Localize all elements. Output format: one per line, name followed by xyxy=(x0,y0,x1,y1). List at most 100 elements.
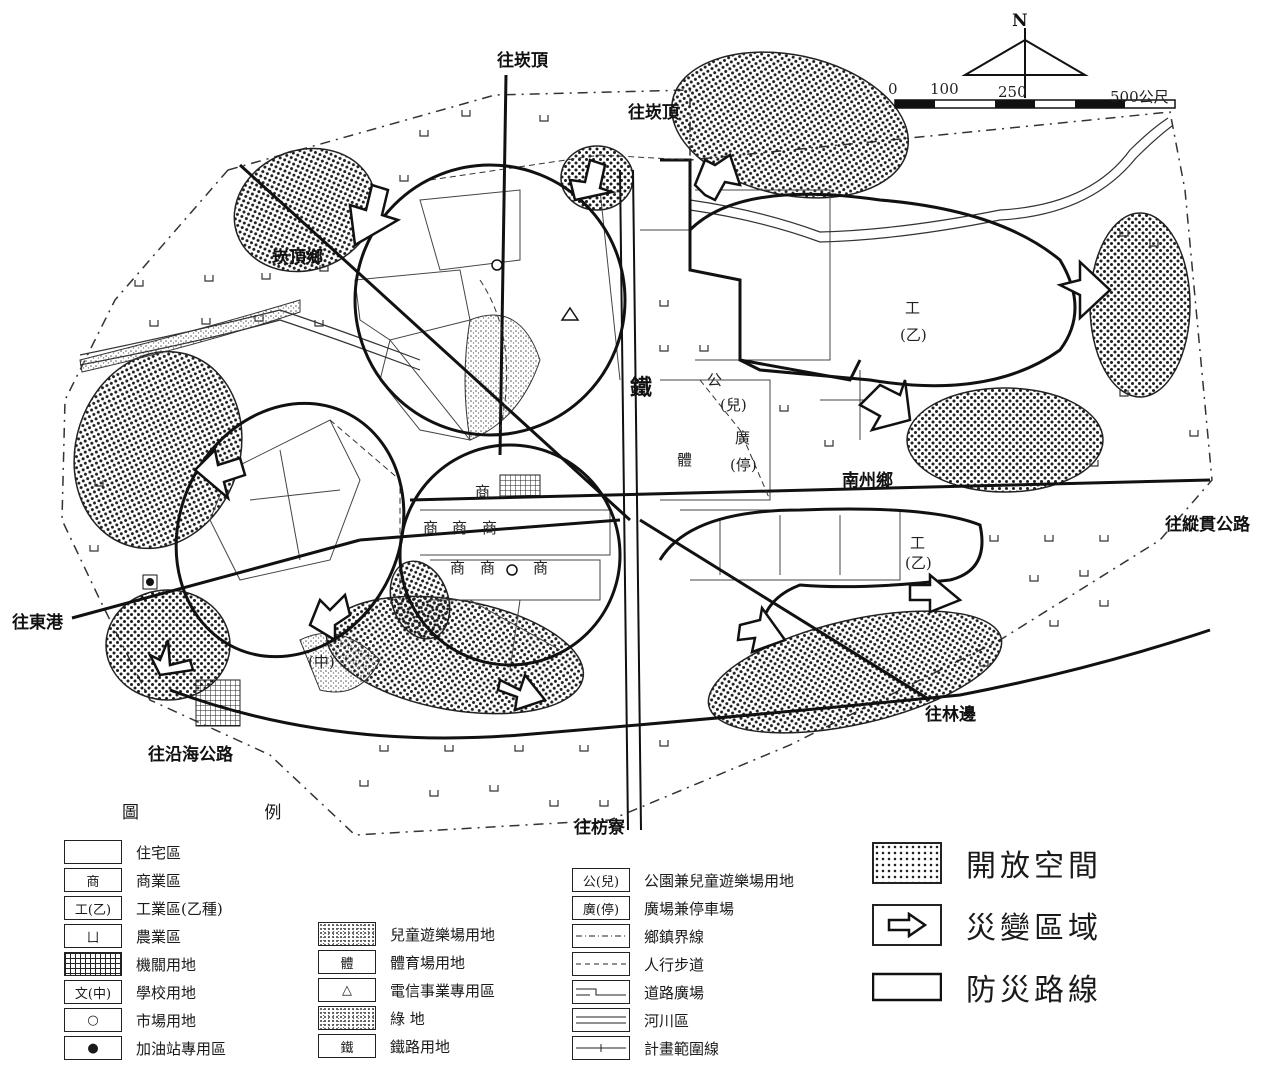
legend-label: 體育場用地 xyxy=(390,953,466,972)
school-label: (中) xyxy=(308,653,335,671)
legend-symbol-river xyxy=(572,1008,630,1032)
legend-item: 商 商業區 xyxy=(64,866,226,894)
scale-tick-250: 250 xyxy=(998,83,1027,101)
legend-item: 道路廣場 xyxy=(572,978,794,1006)
legend-symbol-grid xyxy=(64,952,122,976)
route-ring xyxy=(353,163,627,437)
market-marker xyxy=(506,564,518,576)
park-label: 公 xyxy=(707,371,722,389)
legend-label: 鄉鎮界線 xyxy=(644,927,705,946)
open-space xyxy=(1089,212,1191,398)
destination-southwest: 往沿海公路 xyxy=(148,744,234,765)
legend-title: 圖 例 xyxy=(122,803,342,823)
institutional-land xyxy=(499,474,541,498)
legend-item: 工(乙) 工業區(乙種) xyxy=(64,894,226,922)
railway-label: 鐵 xyxy=(630,375,652,401)
industrial-label: 工 xyxy=(905,299,920,317)
telecom-marker xyxy=(560,306,580,321)
legend-item: 住宅區 xyxy=(64,838,226,866)
industrial-type-label: (乙) xyxy=(900,326,927,344)
legend-symbol: ● xyxy=(64,1036,122,1060)
legend-item: ㄩ 農業區 xyxy=(64,922,226,950)
legend-symbol: 鐵 xyxy=(318,1034,376,1058)
legend-item-open-space: 開放空間 xyxy=(872,832,1102,894)
legend-item: 河川區 xyxy=(572,1006,794,1034)
legend-symbol: ○ xyxy=(64,1008,122,1032)
route-loop xyxy=(688,192,1077,388)
legend-item: 綠 地 xyxy=(318,1004,495,1032)
plaza-parking-label: (停) xyxy=(730,456,757,474)
legend-item: 鐵 鐵路用地 xyxy=(318,1032,495,1060)
destination-south: 往枋寮 xyxy=(574,817,625,838)
legend-label: 綠 地 xyxy=(390,1009,425,1028)
legend-item: 公(兒) 公園兼兒童遊樂場用地 xyxy=(572,866,794,894)
north-arrow: N xyxy=(961,11,1089,98)
legend-label: 工業區(乙種) xyxy=(136,899,223,918)
open-space xyxy=(906,387,1104,493)
legend-item: 兒童遊樂場用地 xyxy=(318,920,495,948)
township-east-label: 南州鄉 xyxy=(842,470,893,491)
legend-label: 公園兼兒童遊樂場用地 xyxy=(644,871,795,890)
legend-label: 河川區 xyxy=(644,1011,690,1030)
commercial-label: 商 xyxy=(450,559,465,577)
legend-label: 加油站專用區 xyxy=(136,1039,227,1058)
zoning-parcels xyxy=(209,189,901,671)
legend-label: 開放空間 xyxy=(966,849,1102,884)
destination-top-right: 往崁頂 xyxy=(628,102,680,123)
commercial-label: 商 xyxy=(423,519,438,537)
legend-label: 人行步道 xyxy=(644,955,705,974)
legend-item: ● 加油站專用區 xyxy=(64,1034,226,1062)
legend-column-main: 開放空間 災變區域 防災路線 xyxy=(872,832,1102,1018)
open-space-symbol xyxy=(872,842,942,884)
open-space xyxy=(707,610,1003,734)
legend-symbol: 工(乙) xyxy=(64,896,122,920)
scale-bar: 0 100 250 500公尺 xyxy=(888,80,1176,109)
destination-top-center: 往崁頂 xyxy=(497,50,549,71)
legend-label: 電信事業專用區 xyxy=(390,981,496,1000)
legend-label: 計畫範圍線 xyxy=(644,1039,720,1058)
plaza-label: 廣 xyxy=(735,429,750,447)
route-loop xyxy=(658,507,984,641)
legend-item: △ 電信事業專用區 xyxy=(318,976,495,1004)
scale-tick-0: 0 xyxy=(888,80,898,98)
industrial-label: 工 xyxy=(910,534,925,552)
route-ring xyxy=(398,443,622,667)
destination-labels: 往崁頂 往崁頂 往縱貫公路 往林邊 往枋寮 往沿海公路 往東港 xyxy=(12,50,1251,838)
legend-label: 農業區 xyxy=(136,927,182,946)
legend-column-3: 公(兒) 公園兼兒童遊樂場用地 廣(停) 廣場兼停車場 鄉鎮界線 人行步道 道路… xyxy=(572,866,794,1062)
legend-item: 人行步道 xyxy=(572,950,794,978)
gas-station-marker xyxy=(146,578,154,586)
legend-label: 商業區 xyxy=(136,871,182,890)
legend-symbol: ㄩ xyxy=(64,924,122,948)
river xyxy=(79,117,1173,371)
railway xyxy=(619,169,642,831)
agricultural-zone-marks xyxy=(89,110,1199,807)
legend-label: 道路廣場 xyxy=(644,983,705,1002)
sports-label: 體 xyxy=(677,451,692,469)
planning-boundary xyxy=(61,89,1213,836)
park-kids-label: (兒) xyxy=(720,396,747,414)
legend-item: 文(中) 學校用地 xyxy=(64,978,226,1006)
commercial-label: 商 xyxy=(452,519,467,537)
destination-west: 往東港 xyxy=(12,612,64,633)
legend-item: 機關用地 xyxy=(64,950,226,978)
open-space xyxy=(389,560,451,640)
legend-label: 住宅區 xyxy=(136,843,182,862)
market-marker xyxy=(491,259,503,271)
scale-tick-100: 100 xyxy=(930,80,959,98)
legend-label: 災變區域 xyxy=(966,911,1102,946)
destination-southeast: 往林邊 xyxy=(925,704,977,725)
industrial-type-label: (乙) xyxy=(905,554,932,572)
legend-column-1: 住宅區 商 商業區 工(乙) 工業區(乙種) ㄩ 農業區 機關用地 文(中) 學… xyxy=(64,838,226,1062)
route-line-symbol xyxy=(872,966,942,1008)
disaster-prevention-routes xyxy=(174,163,1077,667)
legend-symbol: 文(中) xyxy=(64,980,122,1004)
open-space-areas xyxy=(73,51,1191,734)
legend-item: ○ 市場用地 xyxy=(64,1006,226,1034)
route-ring xyxy=(174,401,406,659)
legend-label: 機關用地 xyxy=(136,955,197,974)
commercial-label: 商 xyxy=(533,559,548,577)
legend-symbol-speckle xyxy=(318,922,376,946)
legend-symbol: 廣(停) xyxy=(572,896,630,920)
